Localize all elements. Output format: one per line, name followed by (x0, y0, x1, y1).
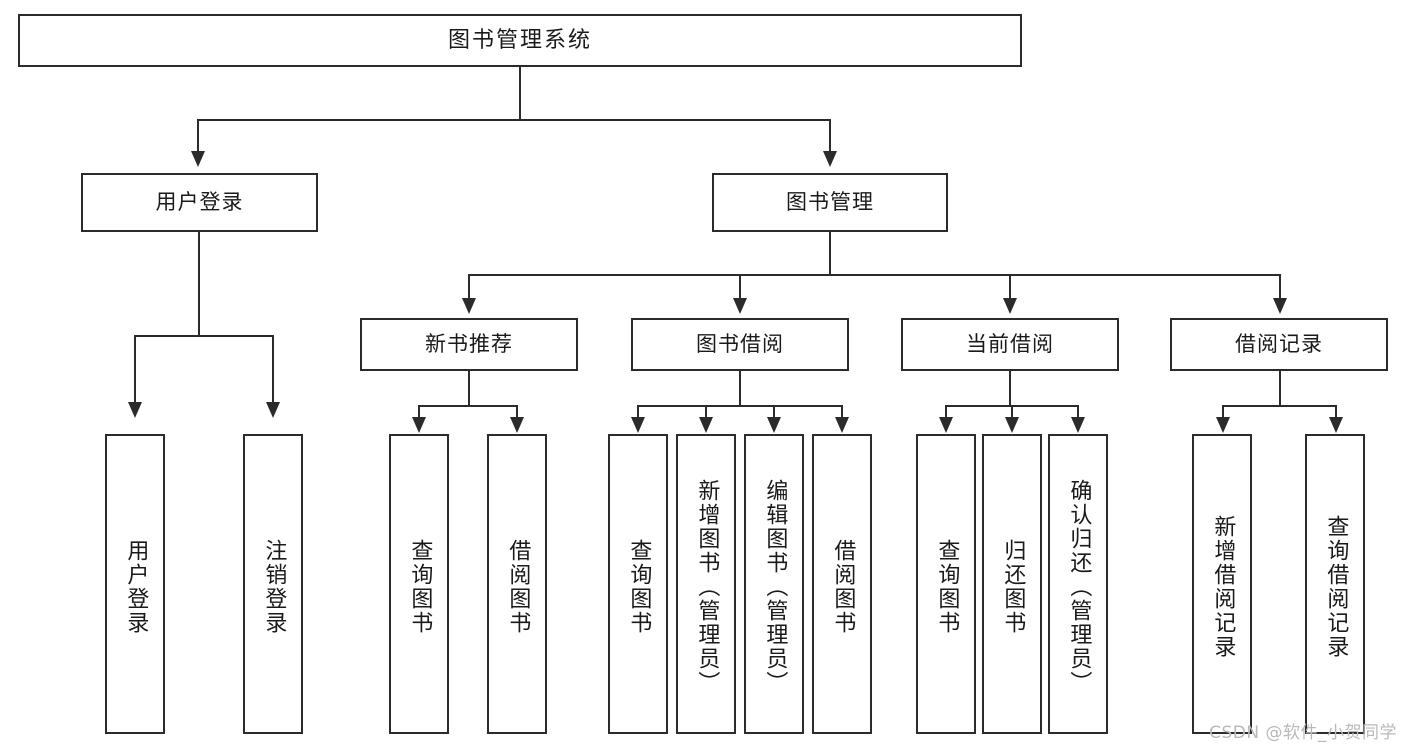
node-new-book-recommend[interactable]: 新书推荐 (360, 318, 578, 371)
connector-root-bus (197, 119, 831, 121)
connector-new-book-stem (468, 371, 470, 406)
connector-to-borrow-record (1279, 274, 1281, 300)
connector-book-borrow-leaf1 (637, 405, 639, 419)
connector-borrow-record-leaf1 (1222, 405, 1224, 419)
connector-to-book-borrow (739, 274, 741, 300)
leaf-return-book[interactable]: 归还图书 (982, 434, 1042, 734)
connector-borrow-record-bus (1222, 405, 1337, 407)
arrow-user-login-leaf2 (266, 402, 280, 418)
node-label: 注销登录 (261, 539, 287, 635)
arrow-to-user-login (191, 151, 205, 167)
arrow-to-book-management (823, 151, 837, 167)
connector-user-login-bus (134, 335, 274, 337)
node-borrow-record[interactable]: 借阅记录 (1170, 318, 1388, 371)
arrow-borrow-record-leaf2 (1329, 417, 1343, 433)
leaf-add-book[interactable]: 新增图书（管理员） (676, 434, 736, 734)
arrow-book-borrow-leaf2 (699, 417, 713, 433)
arrow-new-book-leaf2 (510, 417, 524, 433)
leaf-query-book-recommend[interactable]: 查询图书 (389, 434, 449, 734)
leaf-edit-book[interactable]: 编辑图书（管理员） (744, 434, 804, 734)
node-label: 查询借阅记录 (1323, 515, 1349, 659)
node-label: 图书管理 (786, 190, 874, 215)
connector-current-borrow-leaf2 (1011, 405, 1013, 419)
connector-book-borrow-stem (739, 371, 741, 406)
node-label: 新增图书（管理员） (694, 479, 720, 695)
connector-borrow-record-leaf2 (1335, 405, 1337, 419)
arrow-new-book-leaf1 (412, 417, 426, 433)
node-label: 查询图书 (626, 539, 652, 635)
node-label: 编辑图书（管理员） (762, 479, 788, 695)
connector-to-current-borrow (1009, 274, 1011, 300)
connector-current-borrow-leaf3 (1077, 405, 1079, 419)
connector-current-borrow-leaf1 (945, 405, 947, 419)
connector-new-book-bus (418, 405, 518, 407)
node-label: 借阅图书 (505, 539, 531, 635)
node-label: 当前借阅 (966, 332, 1054, 357)
connector-book-borrow-bus (637, 405, 843, 407)
connector-borrow-record-stem (1279, 371, 1281, 406)
leaf-logout-login[interactable]: 注销登录 (243, 434, 303, 734)
node-label: 新增借阅记录 (1210, 515, 1236, 659)
node-label: 确认归还（管理员） (1066, 479, 1092, 695)
connector-to-user-login (197, 119, 199, 153)
node-label: 图书管理系统 (447, 27, 592, 53)
arrow-to-borrow-record (1273, 298, 1287, 314)
connector-new-book-leaf1 (418, 405, 420, 419)
node-user-login[interactable]: 用户登录 (81, 173, 318, 232)
arrow-to-new-book-recommend (462, 298, 476, 314)
arrow-borrow-record-leaf1 (1216, 417, 1230, 433)
connector-user-login-leaf1 (134, 335, 136, 404)
connector-user-login-stem (198, 232, 200, 336)
arrow-current-borrow-leaf3 (1071, 417, 1085, 433)
node-current-borrow[interactable]: 当前借阅 (901, 318, 1119, 371)
node-label: 归还图书 (1000, 539, 1026, 635)
connector-new-book-leaf2 (516, 405, 518, 419)
connector-to-new-book-recommend (468, 274, 470, 300)
connector-current-borrow-stem (1009, 371, 1011, 406)
leaf-add-borrow-record[interactable]: 新增借阅记录 (1192, 434, 1252, 734)
node-book-borrow[interactable]: 图书借阅 (631, 318, 849, 371)
node-label: 查询图书 (407, 539, 433, 635)
arrow-to-book-borrow (733, 298, 747, 314)
leaf-user-login[interactable]: 用户登录 (105, 434, 165, 734)
connector-level2-bus (468, 274, 1280, 276)
node-root-system[interactable]: 图书管理系统 (18, 14, 1022, 67)
leaf-confirm-return[interactable]: 确认归还（管理员） (1048, 434, 1108, 734)
connector-book-borrow-leaf3 (773, 405, 775, 419)
arrow-to-current-borrow (1003, 298, 1017, 314)
connector-user-login-leaf2 (272, 335, 274, 404)
leaf-borrow-book[interactable]: 借阅图书 (812, 434, 872, 734)
node-book-management[interactable]: 图书管理 (712, 173, 948, 232)
node-label: 图书借阅 (696, 332, 784, 357)
node-label: 查询图书 (934, 539, 960, 635)
leaf-query-book-current[interactable]: 查询图书 (916, 434, 976, 734)
arrow-book-borrow-leaf4 (835, 417, 849, 433)
leaf-query-borrow-record[interactable]: 查询借阅记录 (1305, 434, 1365, 734)
arrow-current-borrow-leaf1 (939, 417, 953, 433)
leaf-query-book-borrow[interactable]: 查询图书 (608, 434, 668, 734)
csdn-watermark: CSDN @软件_小贺同学 (1209, 723, 1397, 743)
connector-to-book-management (829, 119, 831, 153)
connector-book-borrow-leaf4 (841, 405, 843, 419)
arrow-book-borrow-leaf1 (631, 417, 645, 433)
arrow-user-login-leaf1 (128, 402, 142, 418)
node-label: 借阅记录 (1235, 332, 1323, 357)
leaf-borrow-book-recommend[interactable]: 借阅图书 (487, 434, 547, 734)
connector-book-borrow-leaf2 (705, 405, 707, 419)
arrow-current-borrow-leaf2 (1005, 417, 1019, 433)
node-label: 新书推荐 (425, 332, 513, 357)
connector-book-management-stem (829, 232, 831, 275)
connector-root-stem (519, 67, 521, 120)
node-label: 用户登录 (123, 539, 149, 635)
arrow-book-borrow-leaf3 (767, 417, 781, 433)
node-label: 借阅图书 (830, 539, 856, 635)
node-label: 用户登录 (155, 190, 244, 215)
